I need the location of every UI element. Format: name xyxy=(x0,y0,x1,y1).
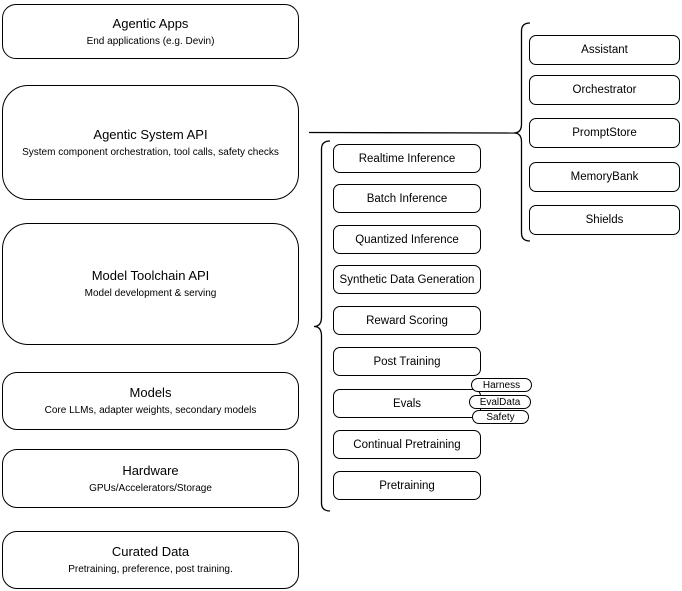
box-realtime-inference: Realtime Inference xyxy=(333,144,481,173)
tag-safety: Safety xyxy=(472,410,529,424)
box-subtitle: Pretraining, preference, post training. xyxy=(68,564,233,575)
box-promptstore: PromptStore xyxy=(529,118,680,148)
tag-evaldata: EvalData xyxy=(469,395,531,409)
box-pretraining: Pretraining xyxy=(333,471,481,500)
box-agentic-apps: Agentic Apps End applications (e.g. Devi… xyxy=(2,4,299,59)
box-subtitle: End applications (e.g. Devin) xyxy=(86,35,215,47)
box-title: Model Toolchain API xyxy=(91,268,210,283)
box-batch-inference: Batch Inference xyxy=(333,184,481,213)
connector-line-system-api xyxy=(308,131,515,134)
brace-system-components xyxy=(513,22,531,242)
box-title: Agentic Apps xyxy=(112,15,189,31)
box-title: Models xyxy=(129,385,172,400)
box-agentic-system-api: Agentic System API System component orch… xyxy=(2,85,299,200)
box-curated-data: Curated Data Pretraining, preference, po… xyxy=(2,531,299,589)
box-shields: Shields xyxy=(529,205,680,235)
box-subtitle: GPUs/Accelerators/Storage xyxy=(89,482,212,494)
box-title: Hardware xyxy=(122,462,179,478)
box-synthetic-data-generation: Synthetic Data Generation xyxy=(333,265,481,294)
box-evals: Evals xyxy=(333,389,481,418)
box-memorybank: MemoryBank xyxy=(529,162,680,192)
box-model-toolchain-api: Model Toolchain API Model development & … xyxy=(2,223,299,345)
box-assistant: Assistant xyxy=(529,35,680,65)
box-models: Models Core LLMs, adapter weights, secon… xyxy=(2,372,299,430)
box-subtitle: System component orchestration, tool cal… xyxy=(22,146,279,158)
box-continual-pretraining: Continual Pretraining xyxy=(333,430,481,459)
box-subtitle: Model development & serving xyxy=(84,288,217,299)
box-orchestrator: Orchestrator xyxy=(529,75,680,105)
box-post-training: Post Training xyxy=(333,347,481,376)
box-hardware: Hardware GPUs/Accelerators/Storage xyxy=(2,449,299,508)
box-reward-scoring: Reward Scoring xyxy=(333,306,481,335)
box-quantized-inference: Quantized Inference xyxy=(333,225,481,254)
box-title: Curated Data xyxy=(111,544,190,559)
brace-toolchain-items xyxy=(313,140,331,512)
box-title: Agentic System API xyxy=(93,126,208,142)
box-subtitle: Core LLMs, adapter weights, secondary mo… xyxy=(44,405,257,416)
tag-harness: Harness xyxy=(471,378,532,392)
